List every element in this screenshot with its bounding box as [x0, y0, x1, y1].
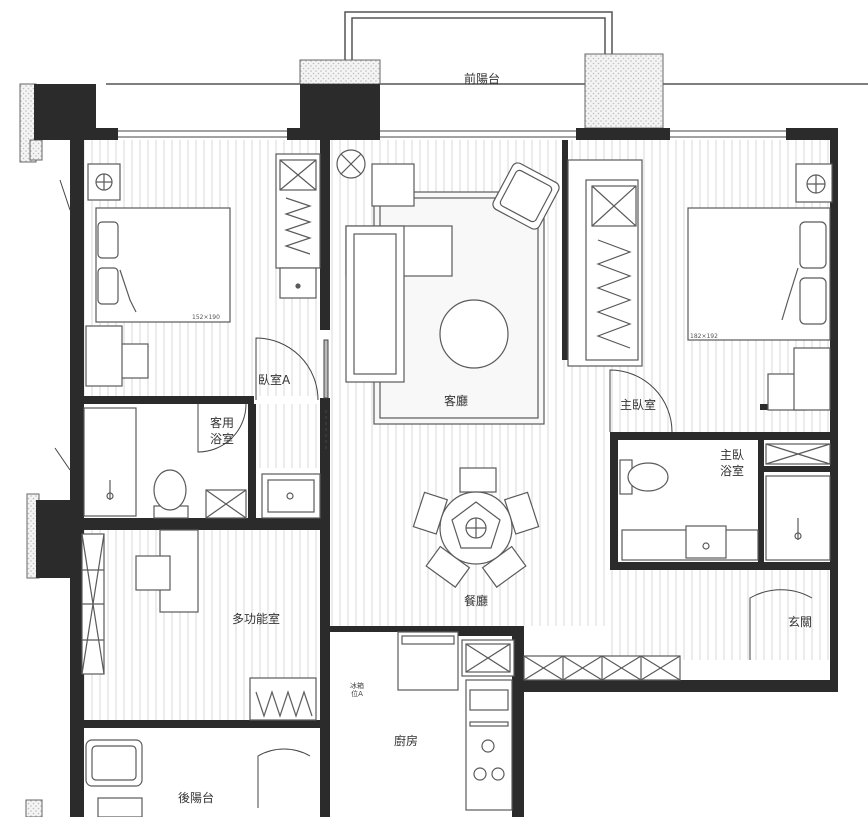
kitchen-fixtures	[397, 631, 515, 811]
entrance-label: 玄關	[788, 615, 813, 629]
dining-room-label: 餐廳	[464, 594, 489, 608]
bedroom-a-bed-size: 152×190	[192, 314, 220, 321]
multi-room-label: 多功能室	[232, 612, 281, 626]
master-bath-label-2: 浴室	[720, 464, 745, 478]
multi-room-furniture	[81, 529, 317, 721]
doors	[54, 179, 813, 808]
guest-bath-label-2: 浴室	[210, 432, 235, 446]
front-balcony-label: 前陽台	[464, 72, 501, 86]
master-bath-fixtures	[619, 443, 831, 561]
kitchen-label: 廚房	[394, 734, 419, 748]
master-bedroom-label: 主臥室	[620, 398, 657, 412]
living-room-furniture	[336, 149, 643, 425]
walls	[34, 84, 838, 817]
window-lines	[118, 130, 786, 138]
master-bath-label-1: 主臥	[720, 448, 745, 462]
appliance-label: 冰箱 位A	[350, 682, 364, 698]
living-room-label: 客廳	[444, 394, 469, 408]
bedroom-a-label: 臥室A	[258, 373, 291, 387]
back-balcony-label: 後陽台	[178, 791, 215, 805]
back-balcony-fixtures	[85, 739, 143, 817]
master-bed-size: 182×192	[690, 333, 718, 340]
bedroom-a-furniture	[85, 153, 321, 387]
hatched-columns	[19, 53, 664, 817]
dining-set	[412, 467, 540, 588]
entry-cabinets	[523, 655, 681, 681]
guest-bath-label-1: 客用	[210, 416, 235, 430]
front-balcony	[106, 11, 868, 85]
master-bedroom-furniture	[687, 163, 833, 411]
guest-bath-fixtures	[83, 407, 321, 519]
